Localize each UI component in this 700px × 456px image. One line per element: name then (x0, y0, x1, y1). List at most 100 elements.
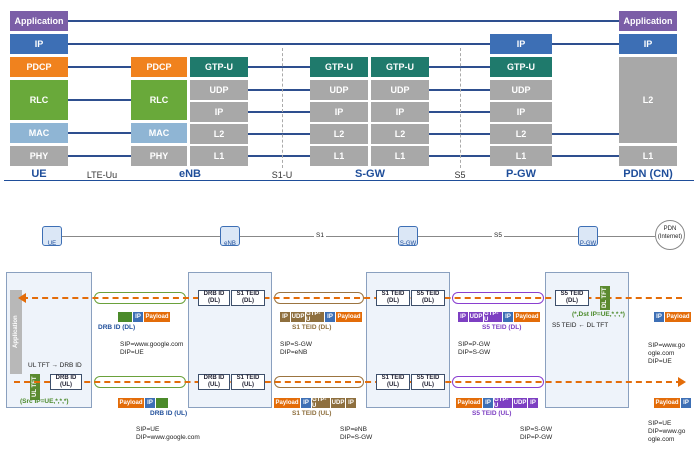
sgw-s1teid-dl-box: S1 TEID (DL) (376, 290, 410, 306)
dl-s1-outer-ip: IP (280, 312, 290, 322)
ul-s5-outer-ip: IP (528, 398, 538, 408)
enb-mac-layer: MAC (131, 123, 187, 143)
mac-peer-line (68, 132, 131, 134)
ue-device-icon (42, 226, 62, 246)
ue-phy-layer: PHY (10, 146, 68, 166)
dl-radio-payload: Payload (144, 312, 170, 322)
ul-s1-payload: Payload (274, 398, 300, 408)
pgw-udp-layer: UDP (490, 80, 552, 100)
ul-s1-inner-ip: IP (301, 398, 311, 408)
ul-pdn-payload: Payload (654, 398, 680, 408)
enb-ip-layer: IP (190, 102, 248, 122)
ue-drb-ul-box: DRB ID (UL) (50, 374, 82, 390)
pgw-l2-layer: L2 (490, 124, 552, 144)
dl-drb-label: DRB ID (DL) (98, 324, 136, 331)
ul-tft-filter: UL TFT (30, 374, 40, 400)
enb-label: eNB (178, 168, 201, 180)
sgw-ip-right-layer: IP (371, 102, 429, 122)
phy-peer-line (68, 155, 131, 157)
ul-s5-sip: SIP=S-GW (520, 426, 552, 433)
enb-l2-layer: L2 (190, 124, 248, 144)
dl-pdn-sip: SIP=www.go ogle.com (648, 342, 686, 357)
sgw-router-icon (398, 226, 418, 246)
l1-s1-line (248, 155, 310, 157)
enb-drb-dl-box: DRB ID (DL) (198, 290, 230, 306)
dl-s1-inner-ip: IP (325, 312, 335, 322)
ue-enb-link (62, 236, 220, 237)
ul-drb-tag (156, 398, 168, 408)
enb-pdcp-layer: PDCP (131, 57, 187, 77)
sgw-s5teid-ul-box: S5 TEID (UL) (411, 374, 445, 390)
sgw-udp-right-layer: UDP (371, 80, 429, 100)
l2-s1-line (248, 133, 310, 135)
dl-s5-udp: UDP (469, 312, 483, 322)
ue-icon-label: UE (47, 241, 57, 247)
sgw-l1-left-layer: L1 (310, 146, 368, 166)
dl-flow-arrow (22, 297, 682, 299)
dl-s1-payload: Payload (336, 312, 362, 322)
enb-udp-layer: UDP (190, 80, 248, 100)
ul-arrowhead-icon (678, 377, 686, 387)
pdn-icon-label: PDN (Internet) (657, 226, 683, 240)
enb-antenna-icon (220, 226, 240, 246)
ul-s1-udp: UDP (331, 398, 345, 408)
ul-flow-arrow (14, 381, 682, 383)
sgw-icon-label: S-GW (399, 241, 417, 247)
ue-application-layer: Application (10, 11, 68, 31)
dl-s1-dip: DIP=eNB (280, 349, 308, 356)
dl-s5-inner-ip: IP (503, 312, 513, 322)
dl-pdn-dip: DIP=UE (648, 358, 672, 365)
enb-drb-ul-box: DRB ID (UL) (198, 374, 230, 390)
dl-s5-sip: SIP=P-GW (458, 341, 490, 348)
ue-label: UE (31, 168, 47, 180)
sgw-udp-left-layer: UDP (310, 80, 368, 100)
dl-s1-gtpu: GTP-U (306, 311, 324, 323)
ul-s1-gtpu: GTP-U (312, 397, 330, 409)
enb-phy-layer: PHY (131, 146, 187, 166)
s5-interface-label: S5 (492, 232, 504, 240)
ul-s1-outer-ip: IP (346, 398, 356, 408)
s1u-separator (282, 48, 283, 168)
ue-pdcp-layer: PDCP (10, 57, 68, 77)
lteuu-label: LTE-Uu (86, 170, 118, 180)
sgw-label: S-GW (355, 168, 385, 180)
sgw-l2-right-layer: L2 (371, 124, 429, 144)
l1-s5-line (429, 155, 490, 157)
ul-radio-ip-header: IP (145, 398, 155, 408)
dl-radio-sip: SIP=www.google.com (120, 341, 184, 348)
dl-radio-dip: DIP=UE (120, 349, 144, 356)
ul-s1-sip: SIP=eNB (340, 426, 367, 433)
dl-s5-gtpu: GTP-U (484, 311, 502, 323)
ul-s5-udp: UDP (513, 398, 527, 408)
pgw-s5teid-dl-box: S5 TEID (DL) (555, 290, 589, 306)
sgw-l1-right-layer: L1 (371, 146, 429, 166)
dst-filter-label: (*,Dst IP=UE,*,*,*) (572, 311, 625, 318)
l1-sgi-line (552, 155, 619, 157)
sgw-s1teid-ul-box: S1 TEID (UL) (376, 374, 410, 390)
dl-radio-ip-header: IP (133, 312, 143, 322)
enb-icon-label: eNB (224, 241, 236, 247)
ul-pdn-sip: SIP=UE (648, 420, 672, 427)
enb-l1-layer: L1 (190, 146, 248, 166)
s5-separator (460, 48, 461, 168)
enb-gtpu-layer: GTP-U (190, 57, 248, 77)
enb-rlc-layer: RLC (131, 80, 187, 120)
pgw-icon-label: P-GW (579, 241, 597, 247)
dl-s5-dip: DIP=S-GW (458, 349, 491, 356)
dl-s5-payload: Payload (514, 312, 540, 322)
pdn-label: PDN (CN) (623, 168, 673, 180)
pgw-l1-layer: L1 (490, 146, 552, 166)
ue-mac-layer: MAC (10, 123, 68, 143)
dl-tft-filter: DL TFT (600, 286, 610, 310)
sgw-l2-left-layer: L2 (310, 124, 368, 144)
ip-peer-line-pgw-pdn (552, 43, 619, 45)
ul-s1-dip: DIP=S-GW (340, 434, 373, 441)
pgw-gtpu-layer: GTP-U (490, 57, 552, 77)
ip-s5-line (429, 111, 490, 113)
udp-s1-line (248, 89, 310, 91)
ul-s5-dip: DIP=P-GW (520, 434, 553, 441)
ul-s5teid-label: S5 TEID (UL) (472, 410, 512, 417)
ul-radio-sip: SIP=UE (136, 426, 160, 433)
ip-s1-line (248, 111, 310, 113)
ul-pdn-ip: IP (681, 398, 691, 408)
